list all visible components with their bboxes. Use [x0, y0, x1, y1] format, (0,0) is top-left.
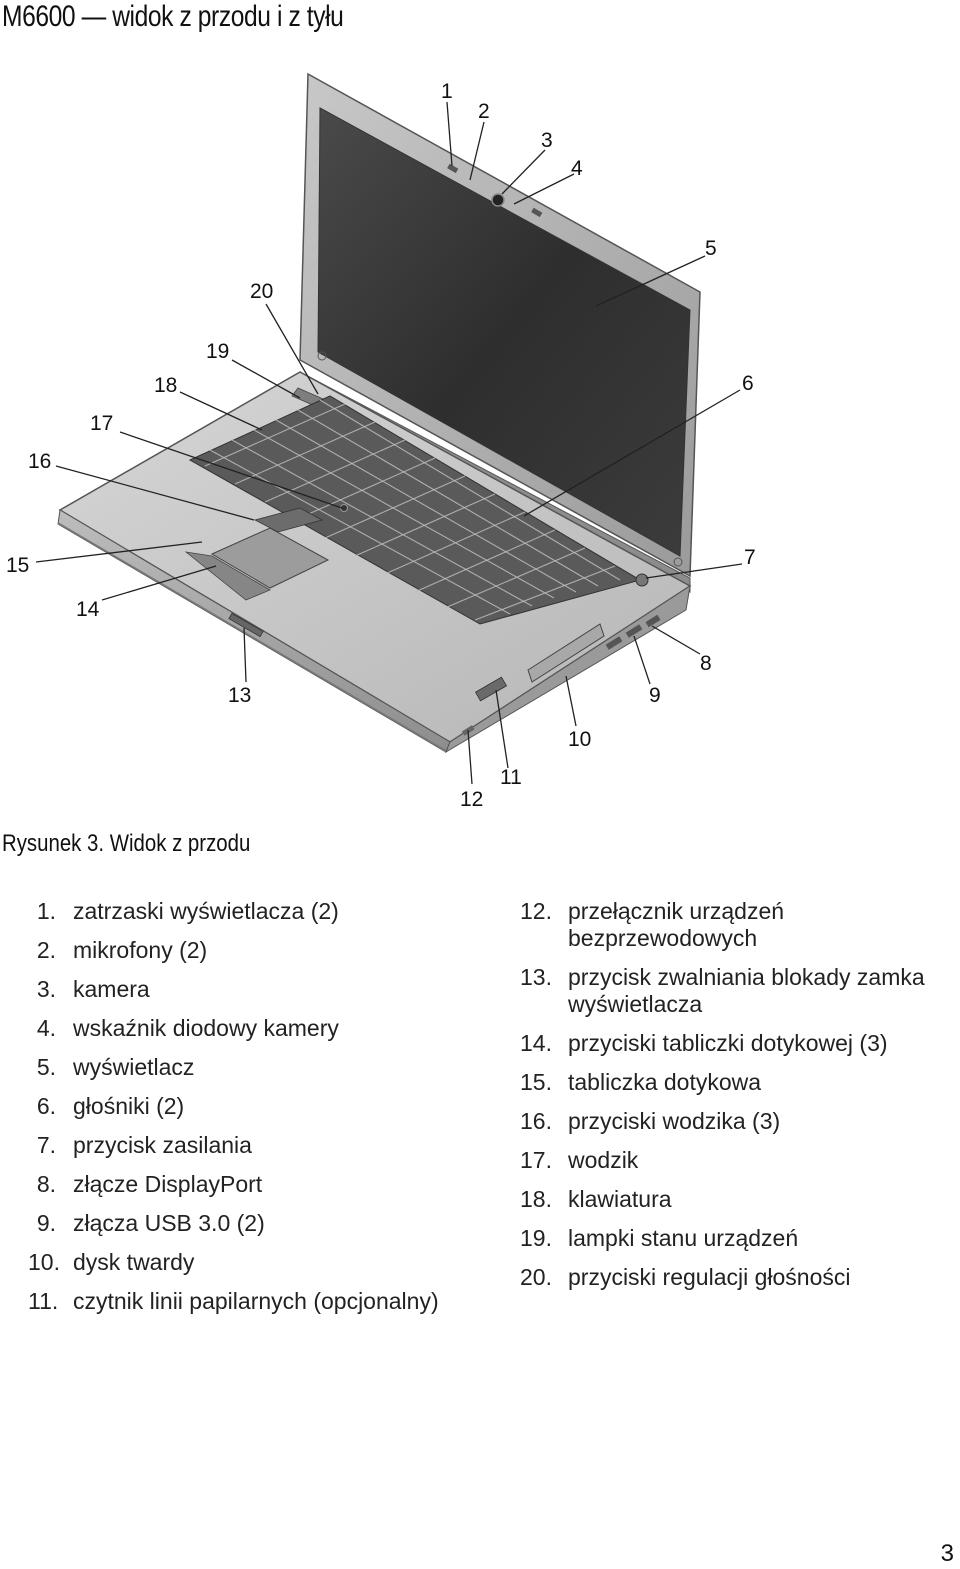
callout-18: 18 [154, 374, 177, 397]
callout-13: 13 [228, 684, 251, 707]
callout-1: 1 [441, 80, 453, 103]
legend-item-label: przycisk zasilania [73, 1132, 252, 1158]
legend-item-label: głośniki (2) [73, 1093, 185, 1119]
callout-10: 10 [568, 728, 591, 751]
legend-item-number: 14. [520, 1030, 552, 1056]
callout-7: 7 [744, 546, 756, 569]
legend-item-number: 4. [36, 1015, 56, 1041]
callout-9: 9 [649, 684, 661, 707]
legend-item-number: 5. [36, 1054, 56, 1080]
legend-item: 13. przycisk zwalniania blokady zamka wyś… [520, 964, 952, 1018]
legend-item: 5. wyświetlacz [28, 1054, 488, 1081]
legend-item: 15. tabliczka dotykowa [520, 1069, 952, 1096]
legend-item-number: 16. [520, 1108, 552, 1134]
legend-item-label: przycisk zwalniania blokady zamka wyświe… [568, 964, 925, 1017]
callout-12: 12 [460, 788, 483, 811]
legend-item-label: dysk twardy [73, 1249, 195, 1275]
callout-11: 11 [500, 766, 522, 789]
legend-item: 3. kamera [28, 976, 488, 1003]
legend-item: 16. przyciski wodzika (3) [520, 1108, 952, 1135]
callout-15: 15 [6, 554, 29, 577]
legend-item-number: 6. [36, 1093, 56, 1119]
legend-item-label: przyciski regulacji głośności [568, 1264, 851, 1290]
legend-item: 17. wodzik [520, 1147, 952, 1174]
legend-item-label: wyświetlacz [73, 1054, 195, 1080]
callout-numbers: 1 2 3 4 5 6 7 8 9 10 11 12 13 14 15 16 1… [6, 80, 756, 811]
leader-lines [35, 101, 743, 785]
legend-item-number: 20. [520, 1264, 552, 1290]
legend-item: 7. przycisk zasilania [28, 1132, 488, 1159]
callout-14: 14 [76, 598, 100, 621]
legend-item-label: wskaźnik diodowy kamery [73, 1015, 339, 1041]
laptop-front-view-illustration: 1 2 3 4 5 6 7 8 9 10 11 12 13 14 15 16 1… [6, 72, 756, 811]
legend-item: 8. złącze DisplayPort [28, 1171, 488, 1198]
legend-item: 20. przyciski regulacji głośności [520, 1264, 952, 1291]
legend-item-number: 11. [28, 1288, 59, 1314]
legend-item-number: 2. [36, 937, 56, 963]
legend-item-number: 1. [36, 898, 56, 924]
legend-item-number: 3. [36, 976, 56, 1002]
legend-item-number: 12. [520, 898, 552, 924]
callout-19: 19 [206, 340, 229, 363]
legend-item-label: kamera [73, 976, 150, 1002]
legend-item-label: zatrzaski wyświetlacza (2) [73, 898, 339, 924]
legend-item-number: 13. [520, 964, 552, 990]
legend-item: 1. zatrzaski wyświetlacza (2) [28, 898, 488, 925]
callout-2: 2 [478, 100, 490, 123]
legend-item: 11. czytnik linii papilarnych (opcjonalny… [28, 1288, 488, 1315]
legend-item: 18. klawiatura [520, 1186, 952, 1213]
legend-item-label: złącze DisplayPort [73, 1171, 263, 1197]
power-button [635, 573, 649, 587]
callout-4: 4 [571, 157, 583, 180]
legend-item: 6. głośniki (2) [28, 1093, 488, 1120]
legend-item-label: przełącznik urządzeń bezprzewodowych [568, 898, 785, 951]
legend-item: 14. przyciski tabliczki dotykowej (3) [520, 1030, 952, 1057]
callout-6: 6 [742, 372, 754, 395]
callout-3: 3 [541, 129, 553, 152]
callout-16: 16 [28, 450, 51, 473]
legend-item-number: 10. [28, 1249, 60, 1275]
legend-item-number: 18. [520, 1186, 552, 1212]
legend-item-number: 8. [36, 1171, 56, 1197]
lid [299, 72, 701, 578]
legend-item-label: tabliczka dotykowa [568, 1069, 762, 1095]
legend-item: 9. złącza USB 3.0 (2) [28, 1210, 488, 1237]
legend-item: 4. wskaźnik diodowy kamery [28, 1015, 488, 1042]
callout-8: 8 [700, 652, 712, 675]
legend-item: 10. dysk twardy [28, 1249, 488, 1276]
legend-right-column: 12.przełącznik urządzeń bezprzewodowych … [520, 898, 952, 1303]
legend-item-number: 15. [520, 1069, 552, 1095]
legend-item-label: przyciski tabliczki dotykowej (3) [568, 1030, 888, 1056]
legend-item: 12. przełącznik urządzeń bezprzewodowych [520, 898, 952, 952]
legend-left-column: 1. zatrzaski wyświetlacza (2) 2. mikrofony… [28, 898, 488, 1327]
legend-item-number: 9. [36, 1210, 56, 1236]
page-title: M6600 — widok z przodu i z tyłu [2, 0, 344, 33]
legend-item-label: klawiatura [568, 1186, 672, 1212]
camera-lens [491, 193, 505, 207]
legend-item: 19. lampki stanu urządzeń [520, 1225, 952, 1252]
legend-item-number: 17. [520, 1147, 552, 1173]
legend-item-label: lampki stanu urządzeń [568, 1225, 799, 1251]
legend-item-label: mikrofony (2) [73, 937, 208, 963]
legend-item-number: 7. [36, 1132, 56, 1158]
callout-5: 5 [705, 237, 717, 260]
legend-item-number: 19. [520, 1225, 552, 1251]
legend-item-label: wodzik [568, 1147, 639, 1173]
page-number: 3 [940, 1540, 954, 1567]
callout-17: 17 [90, 412, 113, 435]
legend-item: 2. mikrofony (2) [28, 937, 488, 964]
legend-item-label: czytnik linii papilarnych (opcjonalny) [73, 1288, 439, 1314]
legend-item-label: przyciski wodzika (3) [568, 1108, 781, 1134]
base-deck [57, 371, 692, 754]
legend-item-label: złącza USB 3.0 (2) [73, 1210, 265, 1236]
callout-20: 20 [250, 280, 273, 303]
figure-caption: Rysunek 3. Widok z przodu [2, 830, 251, 857]
